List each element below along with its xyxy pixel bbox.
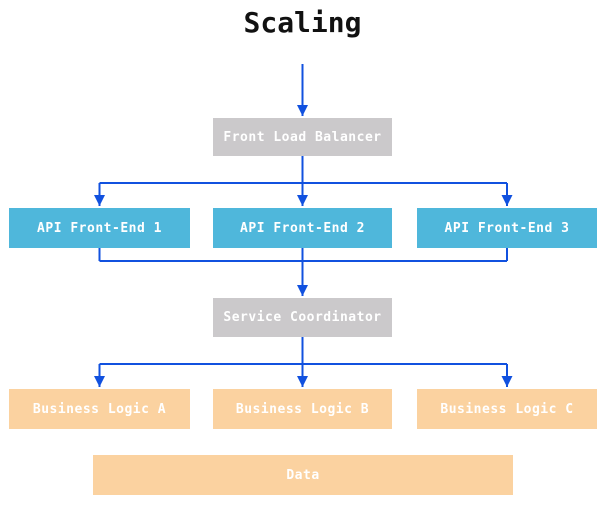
node-api-front-end-1-label: API Front-End 1 xyxy=(37,220,162,236)
diagram-title: Scaling xyxy=(243,6,362,39)
node-service-coordinator: Service Coordinator xyxy=(213,298,392,337)
node-business-logic-b: Business Logic B xyxy=(213,389,392,429)
node-business-logic-a-label: Business Logic A xyxy=(32,401,167,417)
node-front-load-balancer-label: Front Load Balancer xyxy=(223,129,382,145)
node-api-front-end-1: API Front-End 1 xyxy=(9,208,190,248)
node-business-logic-b-label: Business Logic B xyxy=(235,401,370,417)
node-service-coordinator-label: Service Coordinator xyxy=(223,310,382,325)
node-api-front-end-3: API Front-End 3 xyxy=(417,208,597,248)
node-business-logic-c: Business Logic C xyxy=(417,389,597,429)
node-front-load-balancer: Front Load Balancer xyxy=(213,118,392,156)
node-business-logic-c-label: Business Logic C xyxy=(440,401,574,417)
node-data: Data xyxy=(93,455,513,495)
node-api-front-end-2: API Front-End 2 xyxy=(213,208,392,248)
node-api-front-end-3-label: API Front-End 3 xyxy=(444,220,570,236)
node-business-logic-a: Business Logic A xyxy=(9,389,190,429)
node-data-label: Data xyxy=(286,467,320,483)
node-api-front-end-2-label: API Front-End 2 xyxy=(240,220,365,236)
